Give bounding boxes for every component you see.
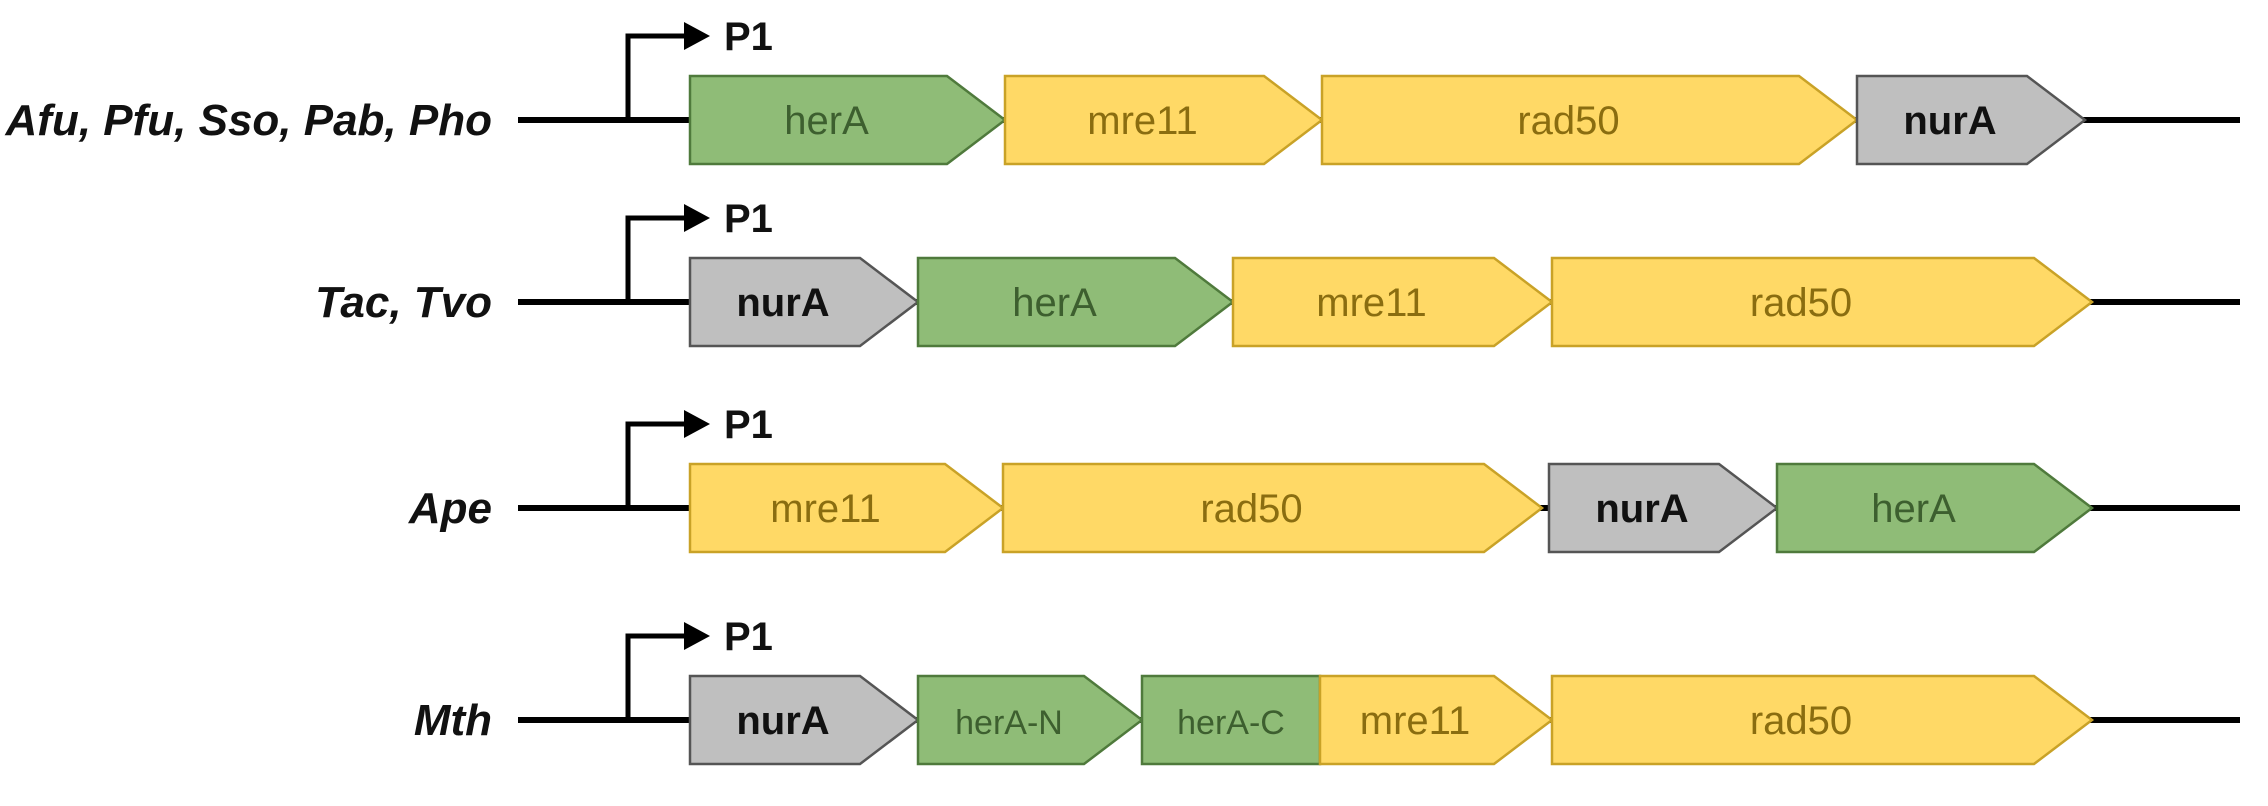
gene-arrow-shape bbox=[688, 74, 1008, 166]
gene-arrow-shape bbox=[1550, 256, 2095, 348]
gene-hera: herA bbox=[1775, 462, 2095, 554]
gene-hera-n: herA-N bbox=[916, 674, 1145, 766]
gene-arrow-shape bbox=[688, 256, 921, 348]
gene-label: mre11 bbox=[770, 487, 880, 531]
gene-arrow-shape bbox=[1003, 74, 1325, 166]
gene-label: mre11 bbox=[1316, 281, 1426, 325]
gene-arrow-shape bbox=[916, 256, 1236, 348]
gene-label: rad50 bbox=[1750, 699, 1852, 743]
organism-label: Ape bbox=[408, 484, 492, 533]
gene-label: mre11 bbox=[1087, 99, 1197, 143]
operon-row: Mth P1 nurA herA-N herA-C mre11 rad50 bbox=[414, 615, 2240, 766]
operon-row: Tac, Tvo P1 nurA herA mre11 rad50 bbox=[315, 197, 2240, 348]
promoter-arrow-icon bbox=[625, 622, 710, 720]
gene-arrow-shape bbox=[1320, 74, 1860, 166]
gene-arrow-shape bbox=[1231, 256, 1555, 348]
gene-arrow-shape bbox=[1550, 674, 2095, 766]
gene-nura: nurA bbox=[1855, 74, 2088, 166]
gene-label: herA-C bbox=[1177, 704, 1285, 742]
gene-nura: nurA bbox=[1547, 462, 1780, 554]
gene-label: rad50 bbox=[1750, 281, 1852, 325]
gene-label: rad50 bbox=[1517, 99, 1619, 143]
gene-label: nurA bbox=[736, 281, 829, 325]
gene-nura: nurA bbox=[688, 674, 921, 766]
operon-row: Ape P1 mre11 rad50 nurA herA bbox=[408, 403, 2240, 554]
gene-label: herA bbox=[1871, 487, 1956, 531]
gene-arrow-shape bbox=[1855, 74, 2088, 166]
promoter-arrow-icon bbox=[625, 204, 710, 302]
gene-rad50: rad50 bbox=[1320, 74, 1860, 166]
gene-hera: herA bbox=[688, 74, 1008, 166]
gene-arrow-shape bbox=[1318, 674, 1555, 766]
gene-arrow-shape bbox=[1547, 462, 1780, 554]
gene-arrow-shape bbox=[916, 674, 1145, 766]
gene-label: nurA bbox=[1595, 487, 1688, 531]
gene-rad50: rad50 bbox=[1550, 674, 2095, 766]
promoter-arrow-icon bbox=[625, 410, 710, 508]
gene-arrow-shape bbox=[1001, 462, 1545, 554]
gene-hera: herA bbox=[916, 256, 1236, 348]
gene-label: herA bbox=[1012, 281, 1097, 325]
gene-label: nurA bbox=[1903, 99, 1996, 143]
gene-arrow-shape bbox=[688, 462, 1006, 554]
organism-label: Afu, Pfu, Sso, Pab, Pho bbox=[5, 96, 492, 145]
gene-mre11: mre11 bbox=[688, 462, 1006, 554]
promoter-label: P1 bbox=[724, 197, 773, 241]
promoter-arrow-icon bbox=[625, 22, 710, 120]
gene-rad50: rad50 bbox=[1001, 462, 1545, 554]
gene-rad50: rad50 bbox=[1550, 256, 2095, 348]
gene-arrow-shape bbox=[688, 674, 921, 766]
gene-hera-c: herA-C bbox=[1140, 674, 1322, 766]
gene-mre11: mre11 bbox=[1318, 674, 1555, 766]
promoter-label: P1 bbox=[724, 403, 773, 447]
organism-label: Mth bbox=[414, 696, 492, 745]
gene-label: herA bbox=[784, 99, 869, 143]
gene-mre11: mre11 bbox=[1231, 256, 1555, 348]
gene-mre11: mre11 bbox=[1003, 74, 1325, 166]
gene-label: herA-N bbox=[955, 704, 1063, 742]
promoter-label: P1 bbox=[724, 15, 773, 59]
promoter-label: P1 bbox=[724, 615, 773, 659]
organism-label: Tac, Tvo bbox=[315, 278, 492, 327]
gene-arrow-shape bbox=[1775, 462, 2095, 554]
gene-label: rad50 bbox=[1200, 487, 1302, 531]
gene-label: mre11 bbox=[1360, 699, 1470, 743]
gene-nura: nurA bbox=[688, 256, 921, 348]
gene-label: nurA bbox=[736, 699, 829, 743]
